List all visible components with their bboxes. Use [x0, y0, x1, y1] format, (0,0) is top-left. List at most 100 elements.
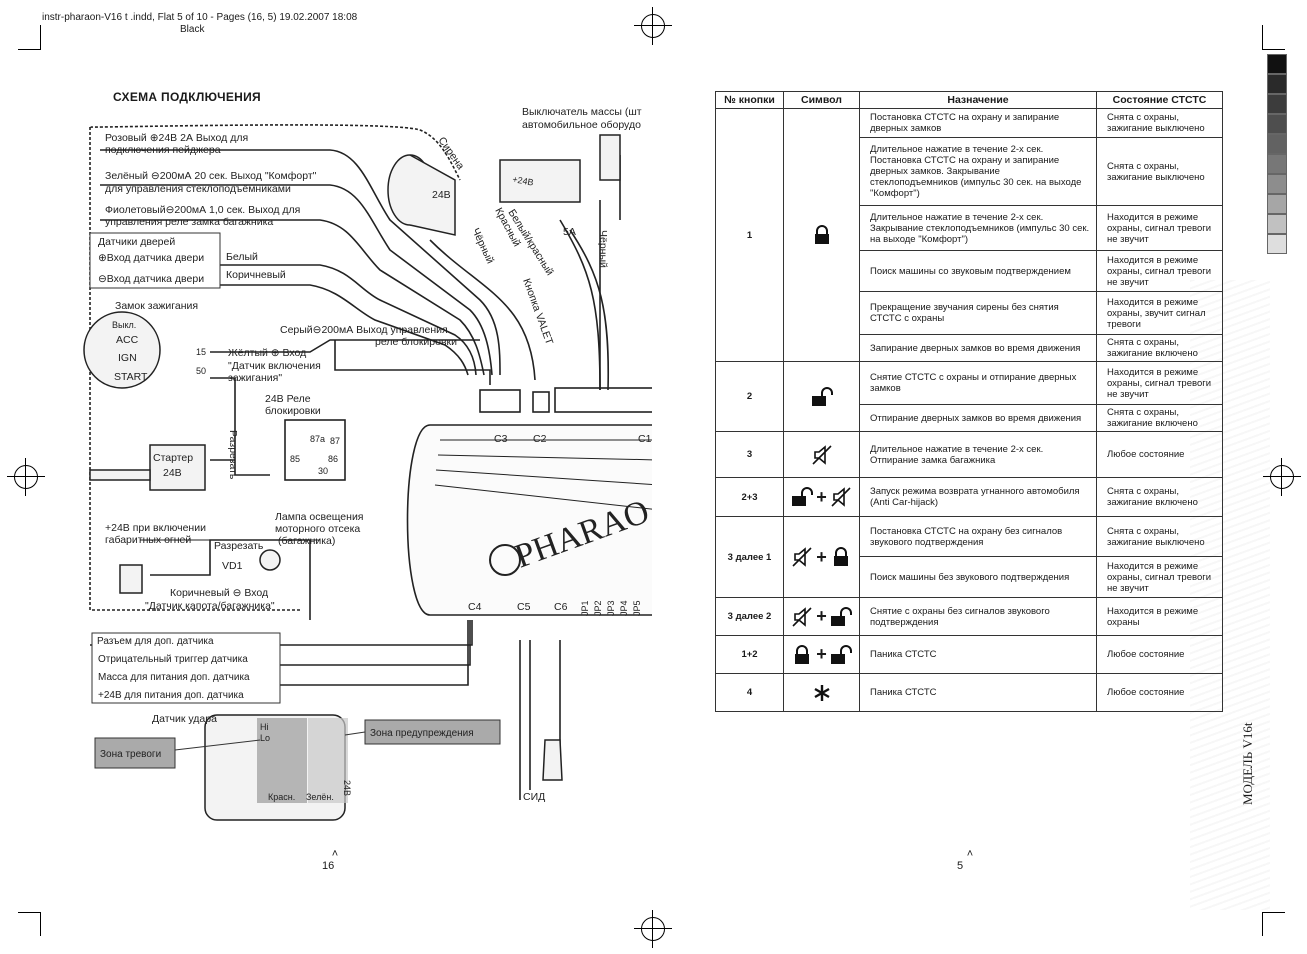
- page-number-text: 16: [322, 860, 335, 872]
- gray-swatch: [1267, 154, 1287, 174]
- label-siren-voltage: 24В: [432, 189, 451, 201]
- label-relay: 24В Реле: [265, 393, 311, 405]
- label-jp2: JP2: [593, 600, 603, 616]
- lock-open-icon: [830, 644, 852, 664]
- mute-icon: [831, 487, 851, 507]
- table-row: Длительное нажатие в течение 2-х сек. За…: [716, 205, 1223, 251]
- label-red-led: Красн.: [268, 792, 295, 802]
- label-start: START: [114, 371, 148, 383]
- purpose-cell: Паника СТСТС: [859, 673, 1097, 712]
- plus-sign: +: [816, 546, 827, 567]
- crop-mark: [1262, 25, 1263, 49]
- ignition-lock-icon: [83, 311, 161, 389]
- lock-open-icon: [830, 606, 852, 626]
- state-cell: Находится в режиме охраны, сигнал тревог…: [1096, 250, 1223, 292]
- label-door-sensors: Датчики дверей: [98, 236, 175, 248]
- gray-swatch: [1267, 134, 1287, 154]
- symbol-cell: [783, 108, 860, 362]
- label-87a: 87а: [310, 434, 325, 444]
- label-green: Зелёный ⊖200мА 20 сек. Выход "Комфорт": [105, 170, 317, 182]
- plus-sign: +: [816, 644, 827, 664]
- wire-violet: [100, 219, 485, 376]
- label-yellow: Жёлтый ⊕ Вход: [228, 347, 306, 359]
- label-vd1: VD1: [222, 560, 243, 572]
- label-15: 15: [196, 347, 206, 357]
- label-led: СИД: [523, 791, 545, 803]
- label-cut-2: Разрезать: [214, 540, 264, 552]
- registration-mark: [634, 7, 672, 45]
- label-warning-zone: Зона предупреждения: [370, 728, 474, 739]
- door-sensors-box: [89, 232, 221, 289]
- button-functions-table: № кнопки Символ Назначение Состояние СТС…: [715, 91, 1223, 712]
- state-cell: Снята с охраны, зажигание включено: [1096, 334, 1223, 362]
- label-c5: C5: [517, 601, 531, 613]
- led-icon: [542, 739, 563, 781]
- purpose-cell: Отпирание дверных замков во время движен…: [859, 404, 1097, 432]
- label-yellow2: "Датчик включения: [228, 360, 321, 372]
- label-jp1: JP1: [580, 600, 590, 616]
- mass-switch-icon: [599, 134, 621, 181]
- label-acc: ACC: [116, 334, 139, 346]
- wire-c4c: [280, 620, 469, 686]
- symbol-cell: [783, 673, 860, 712]
- wiring-diagram: Выключатель массы (шт автомобильное обор…: [83, 106, 652, 821]
- wire-start: [210, 377, 236, 410]
- registration-mark: [7, 458, 45, 496]
- wire-c4b: [280, 620, 471, 666]
- label-c1: C1: [638, 433, 652, 445]
- label-battery: +24В: [512, 174, 535, 188]
- wire-pink: [100, 149, 501, 376]
- symbol-cell: +: [783, 477, 860, 517]
- runner-icon: ˄: [966, 848, 974, 860]
- table-row: Прекращение звучания сирены без снятия С…: [716, 291, 1223, 335]
- table-row: 3 далее 2+Снятие с охраны без сигналов з…: [715, 597, 1223, 636]
- connector-c1: [554, 387, 652, 413]
- print-slug: instr-pharaon-V16 t .indd, Flat 5 of 10 …: [42, 12, 357, 36]
- warning-zone-highlight: [308, 718, 348, 803]
- label-black-2: Чёрный: [597, 230, 609, 268]
- wire-relay: [234, 410, 270, 476]
- label-aux-title: Разъем для доп. датчика: [97, 636, 214, 647]
- button-number-cell: 1: [715, 108, 784, 362]
- label-jp4: JP4: [619, 600, 629, 616]
- symbol-cell: [783, 361, 860, 432]
- page-number-text: 5: [957, 860, 964, 872]
- table-header-row: № кнопки Символ Назначение Состояние СТС…: [715, 91, 1223, 109]
- state-cell: Снята с охраны, зажигание выключено: [1096, 137, 1223, 206]
- label-gray2: реле блокировки: [375, 336, 457, 348]
- lock-closed-icon: [795, 644, 810, 664]
- mute-icon: [792, 547, 812, 567]
- label-alarm-zone: Зона тревоги: [100, 749, 161, 760]
- gray-swatch: [1267, 54, 1287, 74]
- label-pink2: подключения пейджера: [105, 144, 221, 156]
- runner-icon: ˄: [331, 848, 339, 860]
- label-starter: Стартер: [153, 452, 193, 464]
- label-mass-switch: Выключатель массы (шт: [522, 106, 642, 118]
- label-lamp: Лампа освещения: [275, 511, 364, 523]
- lock-open-icon: [811, 386, 833, 406]
- label-black-1: Чёрный: [469, 226, 496, 266]
- mute-icon: [811, 444, 832, 465]
- purpose-cell: Снятие СТСТС с охраны и отпирание дверны…: [859, 361, 1097, 405]
- warning-zone-box: [364, 719, 501, 745]
- purpose-cell: Длительное нажатие в течение 2-х сек. По…: [859, 137, 1097, 206]
- label-aux-3: +24В для питания доп. датчика: [98, 690, 244, 701]
- label-plus24b: габаритных огней: [105, 534, 191, 546]
- label-brown-input: Коричневый ⊖ Вход: [170, 587, 268, 599]
- gray-swatch: [1267, 94, 1287, 114]
- gray-swatch: [1267, 234, 1287, 254]
- alarm-zone-box: [94, 737, 176, 769]
- lock-closed-icon: [814, 225, 829, 244]
- label-yellow3: зажигания": [228, 372, 282, 384]
- purpose-cell: Длительное нажатие в течение 2-х сек. От…: [859, 431, 1097, 478]
- label-violet: Фиолетовый⊖200мА 1,0 сек. Выход для: [105, 204, 300, 216]
- label-siren: Сирена: [436, 135, 467, 172]
- crop-mark: [1262, 49, 1285, 50]
- label-hood: "Датчик капота/багажника": [145, 600, 275, 612]
- page-number-right: ˄ 5: [957, 848, 983, 872]
- button-number-cell: 2: [715, 361, 784, 432]
